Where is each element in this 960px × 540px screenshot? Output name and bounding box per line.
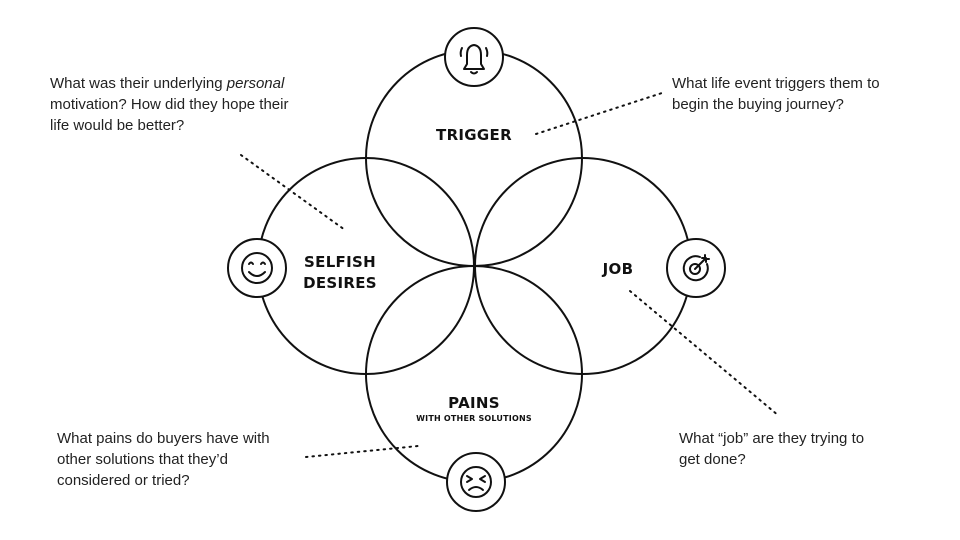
smiley-face-icon xyxy=(227,238,287,298)
trigger-title: TRIGGER xyxy=(436,126,512,144)
job-circle xyxy=(474,157,692,375)
job-question: What “job” are they trying to get done? xyxy=(679,430,865,468)
selfish-desires-question: What was their underlying personal motiv… xyxy=(50,73,308,136)
frustrated-face-icon xyxy=(446,452,506,512)
selfish-desires-question-part2: motivation? How did they hope their life… xyxy=(50,96,289,134)
selfish-desires-question-part1: What was their underlying xyxy=(50,75,223,92)
pains-circle xyxy=(365,265,583,483)
selfish-desires-title-line2: DESIRES xyxy=(303,274,377,292)
pains-question: What pains do buyers have with other sol… xyxy=(57,430,270,489)
target-icon xyxy=(666,238,726,298)
job-title: JOB xyxy=(602,260,634,278)
selfish-desires-title: SELFISH DESIRES xyxy=(290,252,390,294)
selfish-desires-leader-line xyxy=(240,154,346,231)
bell-icon xyxy=(444,27,504,87)
pains-title: PAINS xyxy=(448,394,500,412)
pains-leader-line xyxy=(305,445,419,458)
trigger-leader-line xyxy=(535,92,663,135)
selfish-desires-question-emphasis: personal xyxy=(226,75,285,92)
pains-subtitle: WITH OTHER SOLUTIONS xyxy=(416,414,532,423)
trigger-question: What life event triggers them to begin t… xyxy=(672,75,880,113)
selfish-desires-title-line1: SELFISH xyxy=(304,253,376,271)
job-leader-line xyxy=(629,290,780,417)
